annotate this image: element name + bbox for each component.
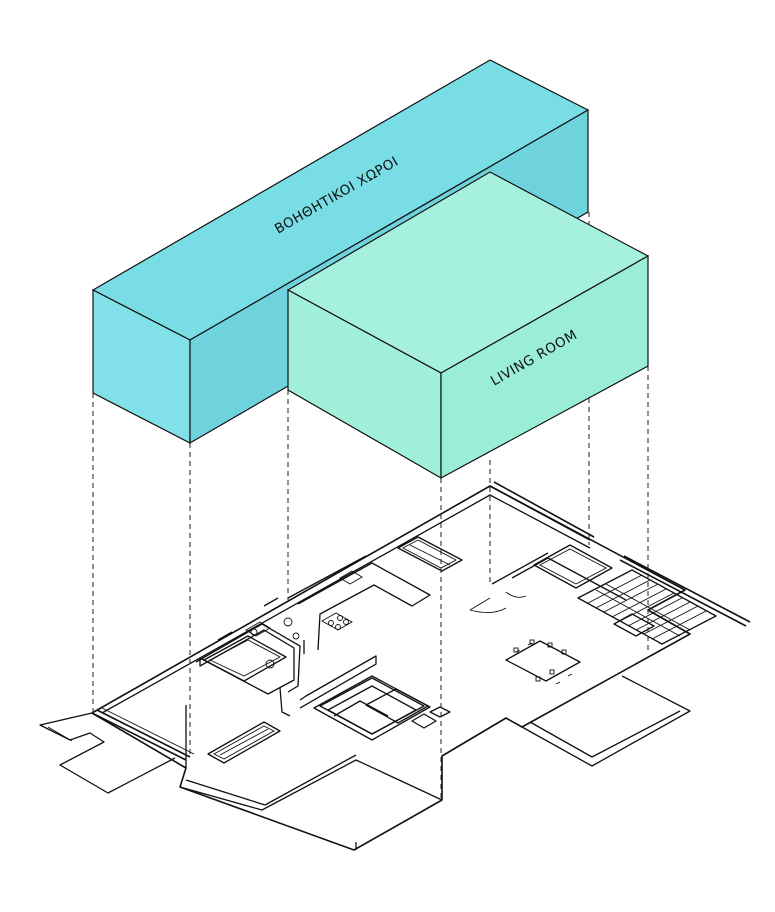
stair <box>577 569 717 645</box>
left-glazing <box>91 707 195 761</box>
right-terrace <box>521 675 691 767</box>
kitchen-counter <box>287 555 431 651</box>
skylight-top <box>397 536 463 572</box>
bottom-terrace <box>179 759 443 811</box>
floor-plan <box>39 481 751 851</box>
living-volume <box>286 171 650 480</box>
left-terrace <box>39 712 176 794</box>
floor-inner-wall <box>101 494 591 714</box>
entry-door <box>469 591 527 613</box>
dining-table <box>505 639 581 685</box>
living-volume-side <box>440 254 649 480</box>
skylight-bottom <box>207 721 281 764</box>
right-glazing <box>489 481 751 627</box>
elevator-core <box>491 544 627 601</box>
living-furniture <box>313 675 451 741</box>
bathroom <box>195 597 305 695</box>
